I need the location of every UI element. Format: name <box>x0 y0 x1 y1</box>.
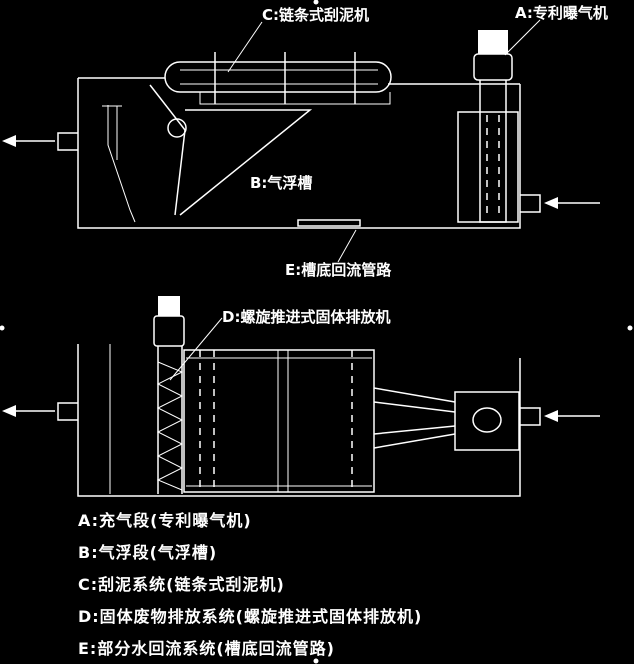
top-return-pipe <box>297 219 361 227</box>
chain-scraper <box>164 52 392 105</box>
leader-c <box>227 21 263 73</box>
screw-conveyor-d <box>153 296 185 494</box>
top-scraper-drum <box>167 118 187 138</box>
label-e-top: E:槽底回流管路 <box>285 261 392 279</box>
edge-marker-right <box>627 325 633 331</box>
leader-d <box>169 317 223 381</box>
top-right-arrow <box>544 197 600 209</box>
top-right-inlet <box>520 194 541 213</box>
label-d-bottom: D:螺旋推进式固体排放机 <box>222 308 390 326</box>
top-left-arrow <box>2 135 55 147</box>
legend-item-a: A:充气段(专利曝气机) <box>78 511 252 530</box>
bottom-scraper-frame <box>183 349 375 493</box>
legend: A:充气段(专利曝气机) B:气浮段(气浮槽) C:刮泥系统(链条式刮泥机) D… <box>78 511 422 658</box>
aerator-a <box>457 30 519 223</box>
legend-item-e: E:部分水回流系统(槽底回流管路) <box>78 639 335 658</box>
legend-item-d: D:固体废物排放系统(螺旋推进式固体排放机) <box>78 607 422 626</box>
edge-marker-top <box>313 0 319 5</box>
bottom-right-arrow <box>544 410 600 422</box>
legend-item-b: B:气浮段(气浮槽) <box>78 543 217 562</box>
edge-marker-left <box>0 325 5 331</box>
bottom-section: D:螺旋推进式固体排放机 <box>2 296 600 497</box>
bottom-aerator-box <box>454 391 520 451</box>
top-section: C:链条式刮泥机 A:专利曝气机 B:气浮槽 E:槽底回流管路 <box>2 4 608 279</box>
top-left-outlet <box>57 132 78 151</box>
top-hopper <box>149 84 313 216</box>
bottom-left-arrow <box>2 405 55 417</box>
top-left-baffle <box>102 105 136 223</box>
bottom-tank-outline <box>77 344 521 497</box>
label-b-top: B:气浮槽 <box>250 174 312 192</box>
edge-marker-bottom <box>313 658 319 664</box>
label-a-top: A:专利曝气机 <box>515 4 608 22</box>
legend-item-c: C:刮泥系统(链条式刮泥机) <box>78 575 285 594</box>
top-tank-outline <box>77 77 521 229</box>
bottom-left-outlet <box>57 402 78 421</box>
leader-a <box>504 19 541 56</box>
label-c-top: C:链条式刮泥机 <box>262 6 369 24</box>
bottom-aerator-ring <box>472 407 502 433</box>
bottom-right-inlet <box>520 407 541 426</box>
leader-e <box>337 229 357 263</box>
bottom-inlet-pipes <box>373 387 456 449</box>
